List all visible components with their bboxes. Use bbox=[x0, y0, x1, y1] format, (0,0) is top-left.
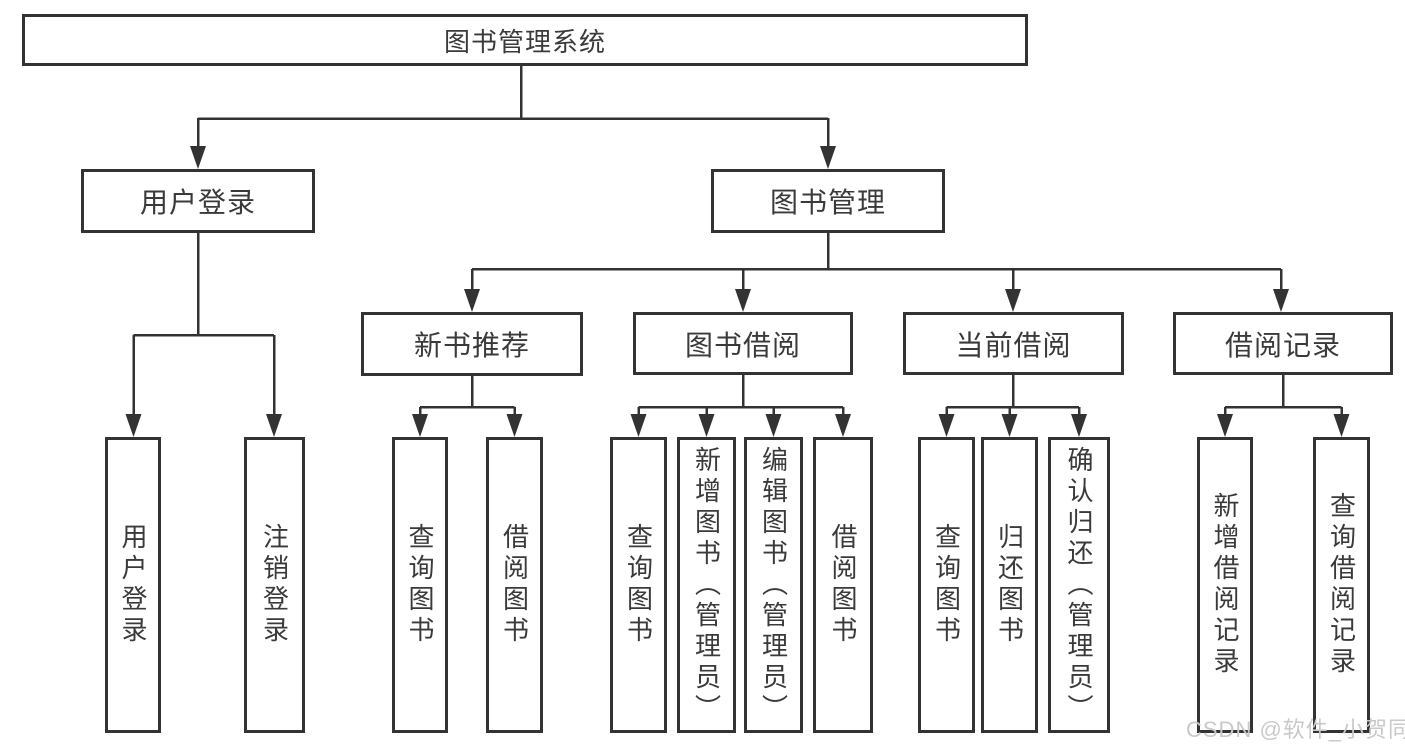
leaf-borrow-query-books: 查询图书 bbox=[610, 437, 667, 733]
arrowhead-icon bbox=[266, 414, 282, 437]
arrowhead-icon bbox=[1217, 414, 1233, 437]
arrowhead-icon bbox=[938, 414, 955, 437]
connector-borrow-record-split bbox=[1223, 375, 1343, 422]
node-new-book-recommend-label: 新书推荐 bbox=[413, 330, 530, 361]
arrowhead-icon bbox=[1001, 414, 1018, 437]
node-book-management: 图书管理 bbox=[711, 169, 945, 233]
leaf-return-books-label: 归还图书 bbox=[994, 523, 1025, 647]
leaf-add-borrow-record-label: 新增借阅记录 bbox=[1210, 492, 1240, 678]
node-user-login: 用户登录 bbox=[81, 169, 315, 233]
arrowhead-icon bbox=[630, 414, 647, 437]
leaf-current-query-books-label: 查询图书 bbox=[931, 523, 962, 647]
leaf-return-books: 归还图书 bbox=[981, 437, 1038, 733]
node-book-borrow: 图书借阅 bbox=[633, 312, 853, 375]
arrowhead-icon bbox=[1071, 414, 1087, 437]
leaf-recommend-query-books: 查询图书 bbox=[392, 437, 448, 733]
leaf-confirm-return-admin: 确认归还（管理员） bbox=[1048, 437, 1110, 733]
node-root: 图书管理系统 bbox=[22, 14, 1028, 66]
leaf-query-borrow-record: 查询借阅记录 bbox=[1313, 437, 1370, 733]
arrowhead-icon bbox=[1333, 414, 1350, 437]
leaf-confirm-return-admin-label: 确认归还（管理员） bbox=[1064, 445, 1094, 725]
leaf-recommend-borrow-books-label: 借阅图书 bbox=[499, 523, 530, 647]
leaf-edit-book-admin-label: 编辑图书（管理员） bbox=[758, 445, 789, 725]
arrowhead-icon bbox=[412, 414, 428, 437]
leaf-add-borrow-record: 新增借阅记录 bbox=[1197, 437, 1253, 733]
csdn-watermark: CSDN @软件_小贺同学 bbox=[1186, 717, 1405, 742]
arrowhead-icon bbox=[698, 414, 715, 437]
arrowhead-icon bbox=[464, 289, 480, 312]
arrowhead-icon bbox=[125, 414, 142, 437]
arrowhead-icon bbox=[1005, 289, 1021, 312]
leaf-user-login-label: 用户登录 bbox=[118, 523, 148, 647]
connector-root-split bbox=[196, 66, 830, 152]
arrowhead-icon bbox=[820, 146, 836, 169]
leaf-add-book-admin: 新增图书（管理员） bbox=[677, 437, 736, 733]
leaf-query-borrow-record-label: 查询借阅记录 bbox=[1326, 492, 1357, 678]
node-current-borrow-label: 当前借阅 bbox=[955, 329, 1072, 361]
node-borrow-record-label: 借阅记录 bbox=[1224, 329, 1341, 361]
connector-user-login-split bbox=[132, 233, 276, 420]
arrowheads bbox=[125, 146, 1350, 437]
leaf-edit-book-admin: 编辑图书（管理员） bbox=[744, 437, 803, 733]
connector-book-borrow-split bbox=[637, 375, 845, 422]
leaf-borrow-query-books-label: 查询图书 bbox=[623, 523, 654, 647]
node-root-label: 图书管理系统 bbox=[443, 26, 606, 57]
leaf-logout: 注销登录 bbox=[244, 437, 305, 733]
node-book-borrow-label: 图书借阅 bbox=[684, 329, 801, 361]
arrowhead-icon bbox=[835, 414, 851, 437]
connector-new-book-split bbox=[418, 376, 516, 422]
arrowhead-icon bbox=[765, 414, 782, 437]
arrowhead-icon bbox=[735, 289, 751, 312]
arrowhead-icon bbox=[190, 146, 206, 169]
node-borrow-record: 借阅记录 bbox=[1173, 312, 1393, 375]
leaf-recommend-borrow-books: 借阅图书 bbox=[486, 437, 543, 733]
leaf-borrow-books-label: 借阅图书 bbox=[828, 523, 858, 647]
connector-book-management-split bbox=[470, 233, 1283, 296]
node-book-management-label: 图书管理 bbox=[769, 187, 886, 218]
leaf-recommend-query-books-label: 查询图书 bbox=[405, 523, 435, 647]
arrowhead-icon bbox=[506, 414, 523, 437]
leaf-borrow-books: 借阅图书 bbox=[813, 437, 873, 733]
leaf-user-login: 用户登录 bbox=[105, 437, 161, 733]
node-new-book-recommend: 新书推荐 bbox=[361, 312, 583, 376]
node-user-login-label: 用户登录 bbox=[139, 187, 256, 218]
leaf-current-query-books: 查询图书 bbox=[918, 437, 975, 733]
arrowhead-icon bbox=[1273, 289, 1289, 312]
leaf-add-book-admin-label: 新增图书（管理员） bbox=[691, 445, 722, 725]
node-current-borrow: 当前借阅 bbox=[903, 312, 1124, 375]
leaf-logout-label: 注销登录 bbox=[259, 523, 290, 647]
